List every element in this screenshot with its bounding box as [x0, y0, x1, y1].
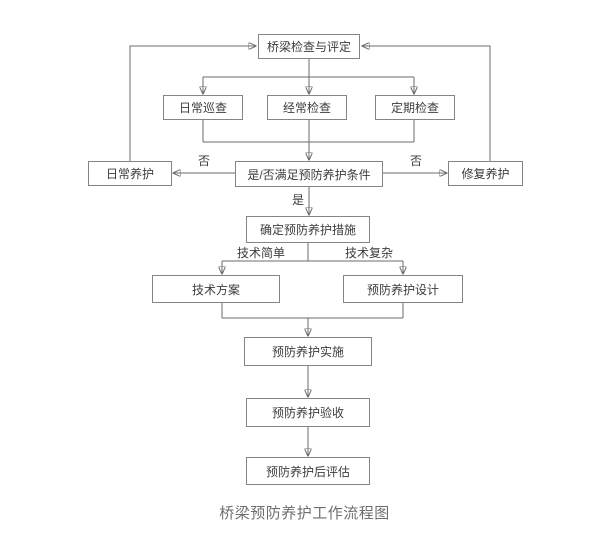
- node-prevention-design: 预防养护设计: [343, 275, 463, 303]
- edge-repair-to-inspection: [362, 46, 491, 161]
- node-daily-patrol: 日常巡查: [163, 95, 243, 120]
- node-technical-plan: 技术方案: [152, 275, 280, 303]
- edge-label-no-left: 否: [195, 154, 213, 168]
- node-frequent-inspection: 经常检查: [267, 95, 347, 120]
- edge-label-tech-complex: 技术复杂: [342, 246, 396, 260]
- edge-label-no-right: 否: [407, 154, 425, 168]
- edge-daily-maintenance-to-inspection: [129, 46, 256, 161]
- node-repair-maintenance: 修复养护: [448, 161, 523, 186]
- diagram-caption: 桥梁预防养护工作流程图: [219, 505, 390, 522]
- node-bridge-inspection: 桥梁检查与评定: [258, 34, 360, 59]
- node-post-evaluation: 预防养护后评估: [246, 457, 370, 485]
- node-daily-maintenance: 日常养护: [88, 161, 172, 186]
- node-acceptance: 预防养护验收: [246, 398, 370, 427]
- node-determine-measures: 确定预防养护措施: [246, 216, 370, 243]
- edge-label-yes: 是: [289, 193, 307, 207]
- edge-label-tech-simple: 技术简单: [234, 246, 288, 260]
- node-condition-check: 是/否满足预防养护条件: [235, 161, 383, 187]
- node-implementation: 预防养护实施: [244, 337, 372, 366]
- node-periodic-inspection: 定期检查: [375, 95, 455, 120]
